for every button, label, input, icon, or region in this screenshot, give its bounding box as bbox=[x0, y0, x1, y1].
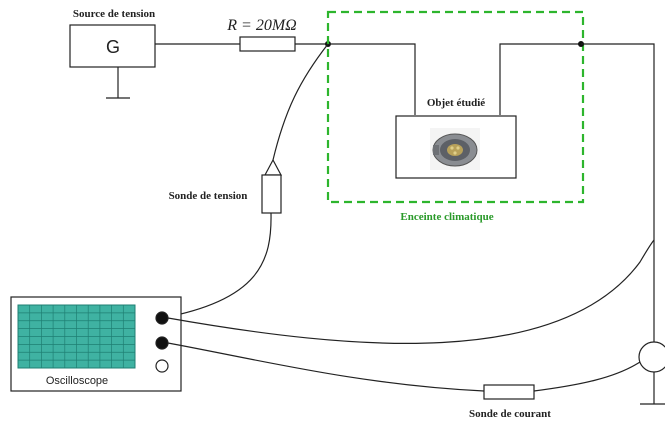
current-clamp bbox=[638, 341, 665, 373]
wire-current-probe-clamp bbox=[533, 361, 641, 392]
wire-voltage-probe-scope bbox=[161, 212, 272, 319]
wire-scope-ch2-current-probe bbox=[167, 342, 485, 392]
enclosure-title: Enceinte climatique bbox=[400, 211, 493, 223]
resistor bbox=[239, 36, 296, 52]
climatic-enclosure bbox=[326, 10, 585, 204]
ground-icon bbox=[106, 67, 130, 99]
oscilloscope-input-2 bbox=[155, 336, 169, 350]
generator-symbol: G bbox=[106, 37, 120, 57]
wire-object-node bbox=[499, 43, 581, 115]
object-title: Objet étudié bbox=[427, 97, 485, 109]
resistor-label: R = 20MΩ bbox=[226, 17, 296, 34]
oscilloscope-label: Oscilloscope bbox=[46, 375, 108, 387]
wire-node-object bbox=[328, 43, 416, 115]
wire-scope-ch1-return bbox=[167, 239, 655, 344]
oscilloscope-input-1 bbox=[155, 311, 169, 325]
current-probe-label: Sonde de courant bbox=[469, 408, 551, 420]
current-probe bbox=[483, 384, 535, 400]
connector-photo bbox=[430, 128, 480, 170]
oscilloscope-grid bbox=[18, 305, 135, 368]
voltage-probe-label: Sonde de tension bbox=[169, 190, 248, 202]
wire-node-return bbox=[581, 43, 655, 342]
probe-icon bbox=[261, 158, 282, 214]
ground-icon bbox=[640, 372, 665, 405]
source-title: Source de tension bbox=[73, 8, 155, 20]
generator-box bbox=[69, 24, 156, 68]
wire-voltage-probe-tip bbox=[272, 43, 329, 161]
oscilloscope-input-3 bbox=[155, 359, 169, 373]
